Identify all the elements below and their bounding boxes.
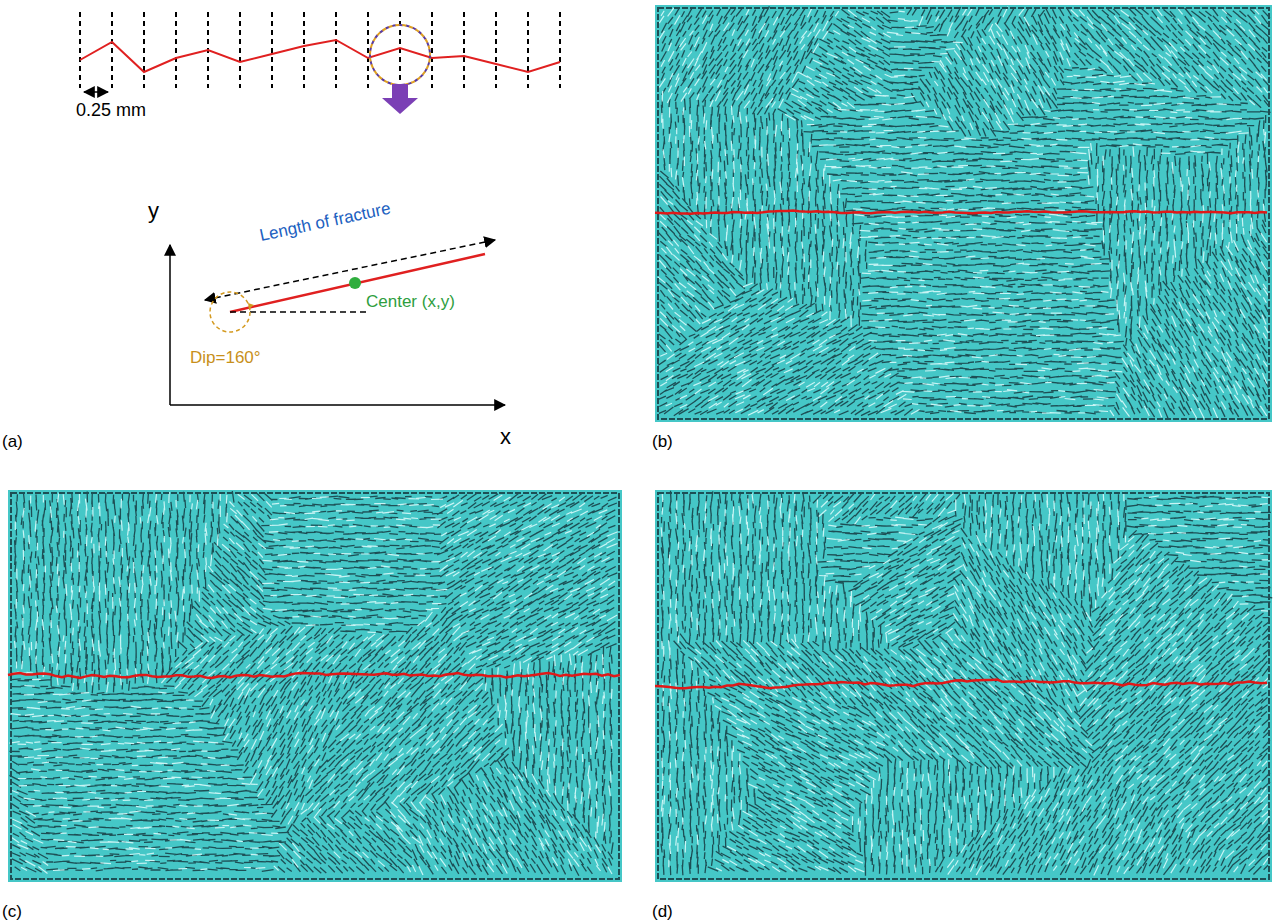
grid-line bbox=[271, 12, 273, 88]
axis-label: y bbox=[148, 198, 159, 223]
panel-label: (c) bbox=[2, 902, 22, 922]
grid-line bbox=[79, 12, 81, 88]
grid-line bbox=[335, 12, 337, 88]
grid-line bbox=[239, 12, 241, 88]
grid-line bbox=[431, 12, 433, 88]
grid-line bbox=[463, 12, 465, 88]
grid-line bbox=[495, 12, 497, 88]
panel-label: (d) bbox=[652, 902, 673, 922]
dip-label: Dip=160° bbox=[190, 348, 261, 368]
fracture-line bbox=[655, 680, 1267, 689]
grid-line bbox=[559, 12, 561, 88]
grid-line bbox=[175, 12, 177, 88]
fracture-line bbox=[8, 673, 620, 678]
grid-line bbox=[399, 12, 401, 88]
grid-line bbox=[367, 12, 369, 88]
fracture-line bbox=[655, 211, 1267, 214]
grid-line bbox=[303, 12, 305, 88]
center-label: Center (x,y) bbox=[366, 292, 455, 312]
grid-line bbox=[111, 12, 113, 88]
rock-texture-panel bbox=[8, 490, 622, 882]
fracture-schematic bbox=[80, 12, 560, 405]
panel-label: (b) bbox=[652, 432, 673, 452]
grid-line bbox=[143, 12, 145, 88]
rock-texture-panel bbox=[655, 5, 1272, 422]
panel-label: (a) bbox=[2, 432, 23, 452]
axis-label: x bbox=[500, 424, 511, 449]
grid-line bbox=[527, 12, 529, 88]
rock-texture-panel bbox=[655, 490, 1272, 882]
length-label: Length of fracture bbox=[258, 199, 392, 246]
dimension-label: 0.25 mm bbox=[76, 100, 146, 121]
